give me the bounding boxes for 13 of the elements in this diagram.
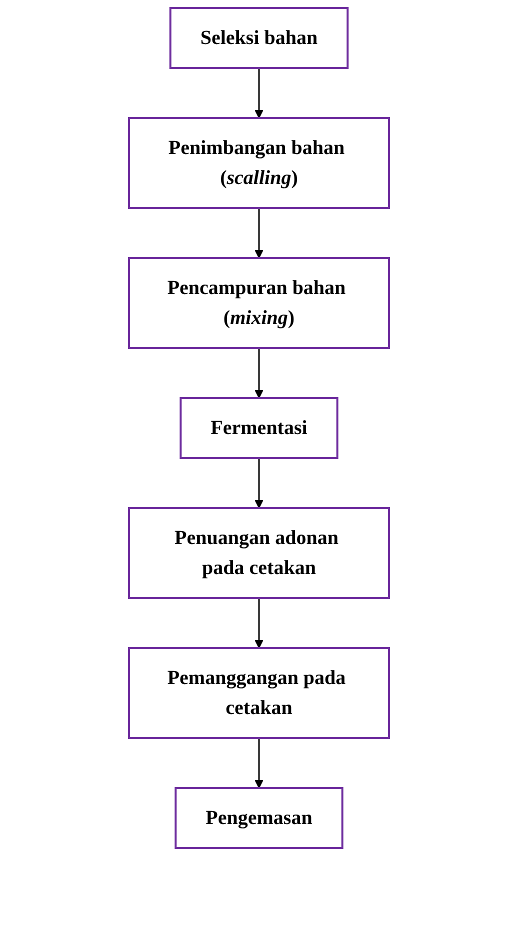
arrow bbox=[254, 738, 263, 788]
arrow bbox=[254, 208, 263, 258]
arrow bbox=[254, 598, 263, 648]
arrow bbox=[254, 68, 263, 118]
node-box: Fermentasi bbox=[179, 397, 338, 459]
node-box: Pemanggangan pada cetakan bbox=[128, 647, 390, 739]
node-box: Penimbangan bahan (scalling) bbox=[128, 117, 390, 209]
node-box: Penuangan adonan pada cetakan bbox=[128, 507, 390, 599]
arrow bbox=[254, 458, 263, 508]
node-box: Pengemasan bbox=[174, 787, 343, 849]
node-box: Pencampuran bahan (mixing) bbox=[128, 257, 390, 349]
arrow bbox=[254, 348, 263, 398]
node-box: Seleksi bahan bbox=[168, 7, 348, 69]
